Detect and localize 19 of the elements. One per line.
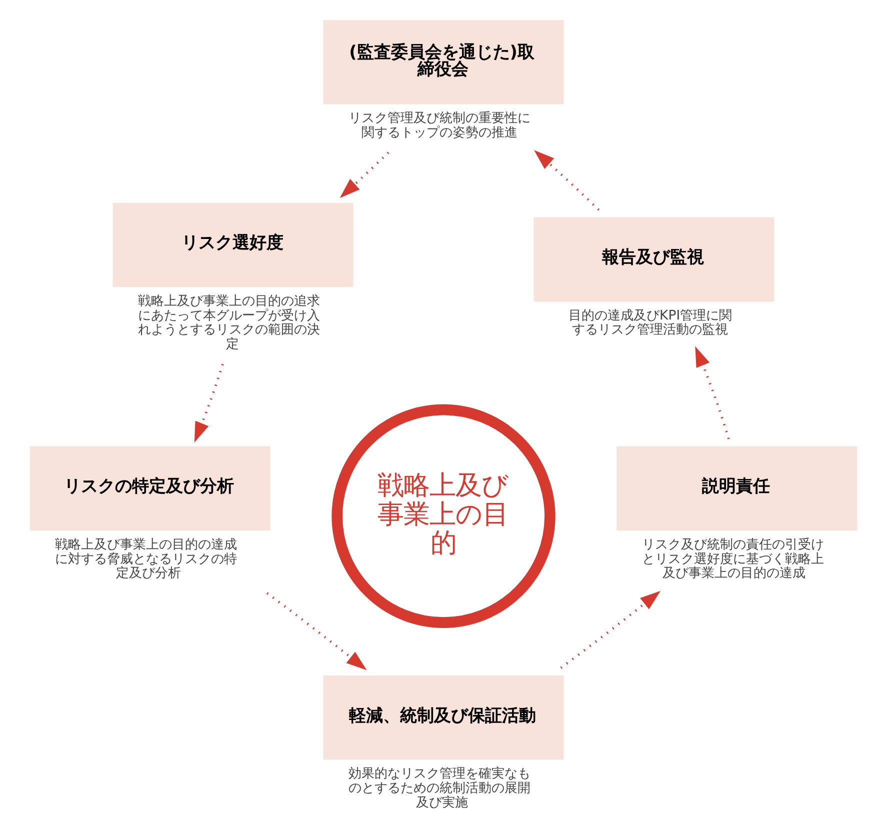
node-box: リスク選好度 — [112, 202, 353, 288]
arrow — [694, 346, 730, 440]
node-box: リスクの特定及び分析 — [29, 446, 270, 531]
node-label: 効果的なリスク管理を確実なものとするための統制活動の展開及び実施 — [348, 766, 530, 810]
node-box: 説明責任 — [616, 446, 857, 531]
arrow — [266, 592, 366, 670]
node-label: 目的の達成及びKPI管理に関するリスク管理活動の監視 — [568, 308, 732, 338]
arrow — [339, 152, 389, 198]
node-box: (監査委員会を通じた)取締役会 — [322, 20, 564, 104]
arrow — [534, 150, 600, 211]
node-box: 軽減、統制及び保証活動 — [322, 675, 564, 760]
node-label: 戦略上及び事業上の目的の達成に対する脅威となるリスクの特定及び分析 — [54, 537, 237, 582]
node-circle: 戦略上及び事業上の目的 — [331, 404, 555, 628]
arrow — [560, 590, 660, 669]
node-label: 戦略上及び事業上の目的の追求にあたって本グループが受け入れようとするリスクの範囲の決定 — [138, 294, 320, 352]
node-label: リスク管理及び統制の重要性に関するトップの姿勢の推進 — [348, 111, 530, 140]
node-label: リスク及び統制の責任の引受けとリスク選好度に基づく戦略上及び事業上の目的の達成 — [641, 537, 824, 582]
node-box: 報告及び監視 — [533, 217, 774, 302]
arrow — [194, 364, 224, 442]
